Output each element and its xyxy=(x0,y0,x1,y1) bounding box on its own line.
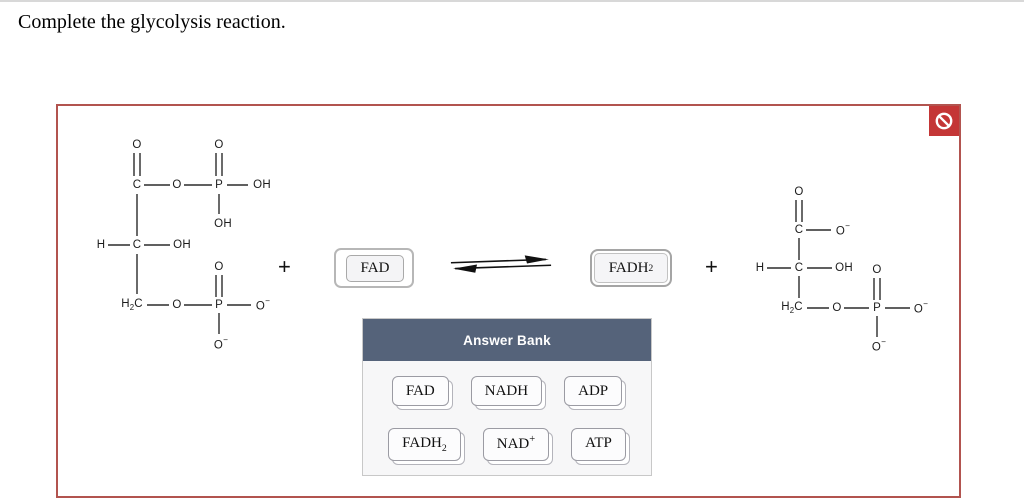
atom-label: P xyxy=(873,302,881,314)
bond-lines xyxy=(108,153,251,334)
bank-chip-fadh2[interactable]: FADH2 xyxy=(388,428,461,461)
atom-label: O xyxy=(214,261,224,273)
bond-lines xyxy=(767,200,910,337)
bank-chip-atp[interactable]: ATP xyxy=(571,428,626,461)
atom-label: O xyxy=(172,299,182,311)
atom-label: O− xyxy=(913,299,929,316)
plus-sign-right: + xyxy=(705,254,718,279)
top-divider xyxy=(0,0,1024,2)
product-molecule: O C O− H C OH H2C O P O O− O− xyxy=(747,177,947,362)
atom-label: O− xyxy=(255,296,271,313)
atom-label: H2C xyxy=(781,300,803,316)
bank-chip-fad[interactable]: FAD xyxy=(391,376,449,406)
atom-label: OH xyxy=(253,179,271,191)
chip-fad-placed[interactable]: FAD xyxy=(346,255,404,282)
atom-label: P xyxy=(215,179,223,191)
equilibrium-arrows-icon xyxy=(450,255,552,273)
atom-label: C xyxy=(794,262,804,274)
bank-chip-nad[interactable]: NAD+ xyxy=(482,428,550,461)
atom-label: O xyxy=(132,139,142,151)
atom-label: C xyxy=(132,239,142,251)
atom-label: C xyxy=(794,224,804,236)
atom-label: O xyxy=(794,186,804,198)
atom-label: O xyxy=(872,264,882,276)
answer-bank-title: Answer Bank xyxy=(363,319,651,361)
incorrect-status-icon xyxy=(929,106,959,136)
atom-label: OH xyxy=(214,218,232,230)
atom-label: H xyxy=(755,262,765,274)
atom-label: O xyxy=(172,179,182,191)
atom-label: O− xyxy=(213,335,229,352)
plus-sign-left: + xyxy=(278,254,291,279)
atom-label: O xyxy=(214,139,224,151)
answer-bank-panel: Answer Bank FAD NADH ADP FADH2 NAD+ ATP xyxy=(362,318,652,476)
question-panel: O C O P O OH OH H C OH H2C O P O O− O− +… xyxy=(56,104,961,498)
atom-label: O− xyxy=(835,221,851,238)
atom-label: H2C xyxy=(121,297,143,313)
atom-label: OH xyxy=(835,262,853,274)
atom-label: H xyxy=(96,239,106,251)
page-title: Complete the glycolysis reaction. xyxy=(18,11,286,33)
atom-label: OH xyxy=(173,239,191,251)
atom-label: O xyxy=(832,302,842,314)
atom-label: P xyxy=(215,299,223,311)
bank-chip-adp[interactable]: ADP xyxy=(564,376,623,406)
bank-chip-nadh[interactable]: NADH xyxy=(470,376,543,406)
atom-label: C xyxy=(132,179,142,191)
answer-slot-left[interactable]: FAD xyxy=(334,248,414,288)
atom-label: O− xyxy=(871,337,887,354)
reactant-molecule: O C O P O OH OH H C OH H2C O P O O− O− xyxy=(87,132,287,362)
no-symbol-icon xyxy=(935,112,953,130)
